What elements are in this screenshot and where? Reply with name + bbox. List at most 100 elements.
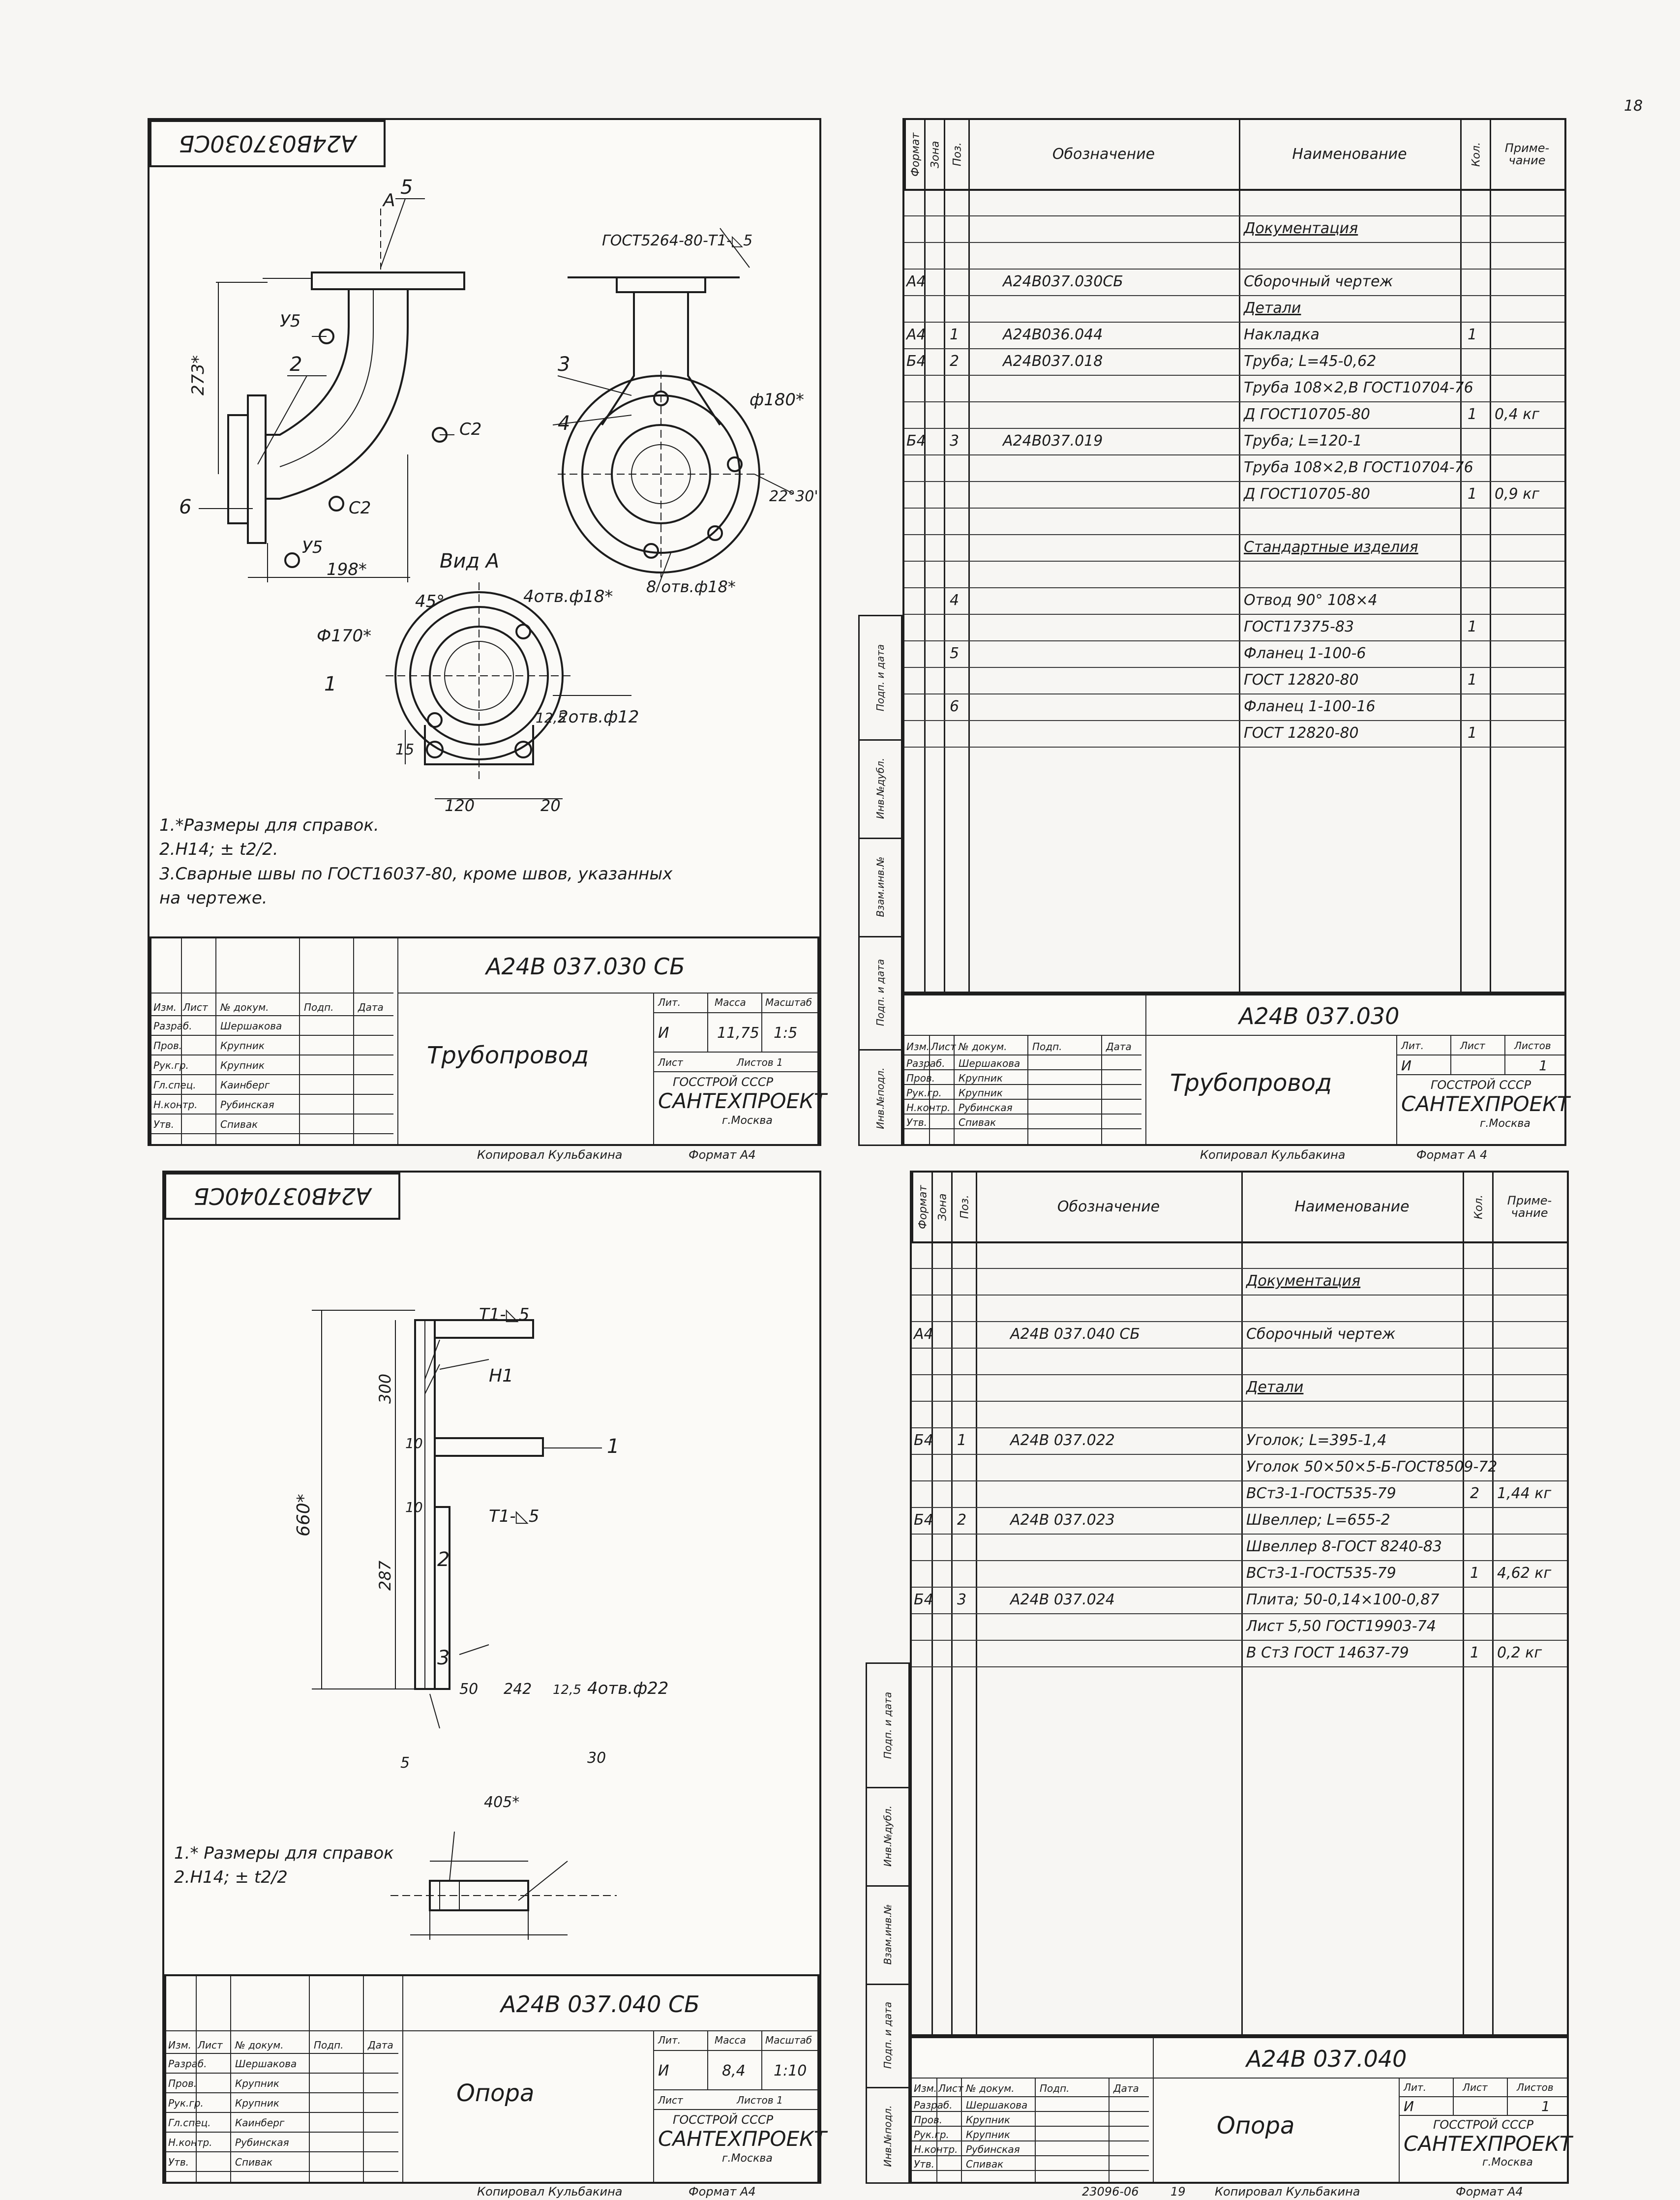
cell-name: Труба 108×2,В ГОСТ10704-76 (1244, 379, 1473, 396)
cell-position: 3 (950, 432, 960, 450)
weld-note-2: Т1-◺5 (489, 1507, 539, 1526)
label-pos-4: 4 (558, 412, 570, 435)
col-name: Наименование (1239, 120, 1462, 189)
person-2: Крупник (235, 2078, 279, 2089)
holes-8: 8 отв.ф18* (646, 577, 736, 596)
note-1: 1.*Размеры для справок. (159, 815, 379, 835)
cell-format: А4 (906, 326, 926, 343)
cell-name: Плита; 50-0,14×100-0,87 (1246, 1591, 1440, 1608)
person-6: Спивак (220, 1118, 258, 1130)
lit-value: И (658, 1025, 669, 1042)
cell-name: ГОСТ 12820-80 (1244, 724, 1359, 742)
cell-name: ГОСТ17375-83 (1244, 618, 1354, 635)
format-2: Формат А 4 (1416, 1148, 1488, 1162)
sheets-label: Листов 1 (737, 2094, 783, 2106)
lit-label: Лит. (1401, 1040, 1424, 1052)
cell-position: 1 (950, 326, 960, 343)
lit-label: Лит. (658, 2034, 681, 2046)
col-designation: Обозначение (968, 120, 1240, 189)
role-rukgr: Рук.гр. (906, 1087, 942, 1099)
role-izm: Изм. (168, 2039, 192, 2051)
role-razrab: Разраб. (914, 2099, 953, 2111)
col-note: Приме-чание (1507, 1193, 1552, 1220)
copied-by-2: Копировал Кульбакина (1200, 1148, 1346, 1162)
label-arrow-a: А (382, 190, 395, 211)
col-qty: Кол. (1460, 120, 1491, 189)
strip-4: Подп. и дата (874, 959, 886, 1026)
dim-170: Ф170* (317, 626, 371, 646)
cell-designation: А24В036.044 (1003, 326, 1103, 343)
role-list: Лист (198, 2039, 223, 2051)
strip-4: Подп. и дата (882, 2001, 894, 2069)
lit-label: Лит. (1404, 2081, 1427, 2093)
role-prov: Пров. (168, 2078, 197, 2089)
sheet-no: 19 (1170, 2185, 1186, 2199)
cell-designation: А24В 037.024 (1010, 1591, 1115, 1608)
role-utv: Утв. (914, 2158, 934, 2170)
mass-label: Масса (715, 996, 746, 1008)
title-block-name: Опора (456, 2079, 535, 2107)
title-block: А24В 037.030 СБ Трубопровод Изм. Лист № … (150, 936, 827, 1146)
lit-label: Лит. (658, 996, 681, 1008)
note-1: 1.* Размеры для справок (174, 1843, 394, 1863)
cell-position: 3 (957, 1591, 967, 1608)
dim-15: 15 (395, 741, 414, 758)
person-6: Спивак (235, 2156, 273, 2168)
note-2: 2.Н14; ± t2/2 (174, 1868, 288, 1888)
col-pos: Поз. (944, 120, 970, 189)
weld-note-top: ГОСТ5264-80-Т1-◺5 (602, 232, 752, 249)
dim-5: 5 (400, 1754, 410, 1772)
label-pos-3: 3 (437, 1647, 450, 1669)
cell-position: 4 (950, 592, 960, 609)
spec-row (912, 1295, 1567, 1322)
spec-row: Труба 108×2,В ГОСТ10704-76 (904, 454, 1564, 482)
cell-note: 0,9 кг (1495, 485, 1540, 503)
spec-title-code-1: А24В 037.030 (1239, 1003, 1400, 1029)
cell-quantity: 1 (1470, 1644, 1480, 1661)
cell-name: Сборочный чертеж (1244, 273, 1393, 290)
person-1: Шершакова (966, 2099, 1028, 2111)
cell-name: Швеллер; L=655-2 (1246, 1511, 1390, 1529)
person-5: Спивак (966, 2158, 1004, 2170)
dim-660: 660* (294, 1494, 314, 1537)
dim-10-b: 10 (405, 1499, 423, 1515)
holes-4: 4отв.ф18* (523, 587, 613, 606)
page-number: 18 (1624, 97, 1643, 115)
sheet-value: 1 (1541, 2098, 1550, 2114)
dim-120: 120 (445, 796, 475, 815)
cell-name: Детали (1246, 1379, 1304, 1396)
spec-title-name-1: Трубопровод (1170, 1069, 1332, 1097)
cell-note: 4,62 кг (1497, 1565, 1552, 1582)
cell-name: Фланец 1-100-16 (1244, 698, 1376, 715)
view-a-title: Вид А (440, 550, 499, 573)
dim-22-30: 22°30' (769, 488, 818, 505)
label-c2-bottom: С2 (349, 498, 371, 518)
dim-30: 30 (587, 1749, 606, 1767)
spec-row: Лист 5,50 ГОСТ19903-74 (912, 1613, 1567, 1641)
cell-quantity: 1 (1468, 724, 1477, 742)
cell-name: Уголок; L=395-1,4 (1246, 1432, 1387, 1449)
cell-format: А4 (914, 1326, 933, 1343)
col-pos: Поз. (951, 1173, 977, 1241)
label-pos-5: 5 (400, 176, 413, 199)
role-razrab: Разраб. (153, 1020, 192, 1032)
copied-by-4: Копировал Кульбакина (1215, 2185, 1360, 2199)
dim-10-a: 10 (405, 1435, 423, 1451)
cell-name: Д ГОСТ10705-80 (1244, 406, 1371, 423)
person-2: Крупник (959, 1072, 1003, 1084)
pipeline-assembly-drawing: 5 А У5 2 273* С2 С2 6 У5 198* ГОСТ5264-8… (179, 176, 818, 815)
cell-designation: А24В037.019 (1003, 432, 1103, 450)
cell-quantity: 1 (1468, 406, 1477, 423)
strip-5: Инв.№подл. (882, 2105, 894, 2167)
note-3: 3.Сварные швы по ГОСТ16037-80, кроме шво… (159, 864, 673, 884)
weld-note-1: Т1-◺5 (479, 1305, 529, 1325)
spec-row (904, 189, 1564, 216)
cell-name: Лист 5,50 ГОСТ19903-74 (1246, 1618, 1436, 1635)
person-1: Шершакова (235, 2058, 297, 2070)
cell-quantity: 2 (1470, 1485, 1480, 1502)
person-4: Каинберг (220, 1079, 270, 1091)
